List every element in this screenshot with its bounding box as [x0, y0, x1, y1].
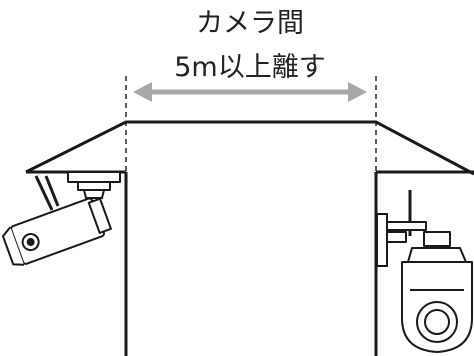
ptz-dome-camera-icon [376, 190, 473, 353]
caption-line-2: 5m以上離す [174, 52, 325, 83]
bullet-camera-icon [1, 171, 121, 266]
caption-line-1: カメラ間 [196, 8, 304, 39]
distance-arrow [133, 82, 367, 102]
